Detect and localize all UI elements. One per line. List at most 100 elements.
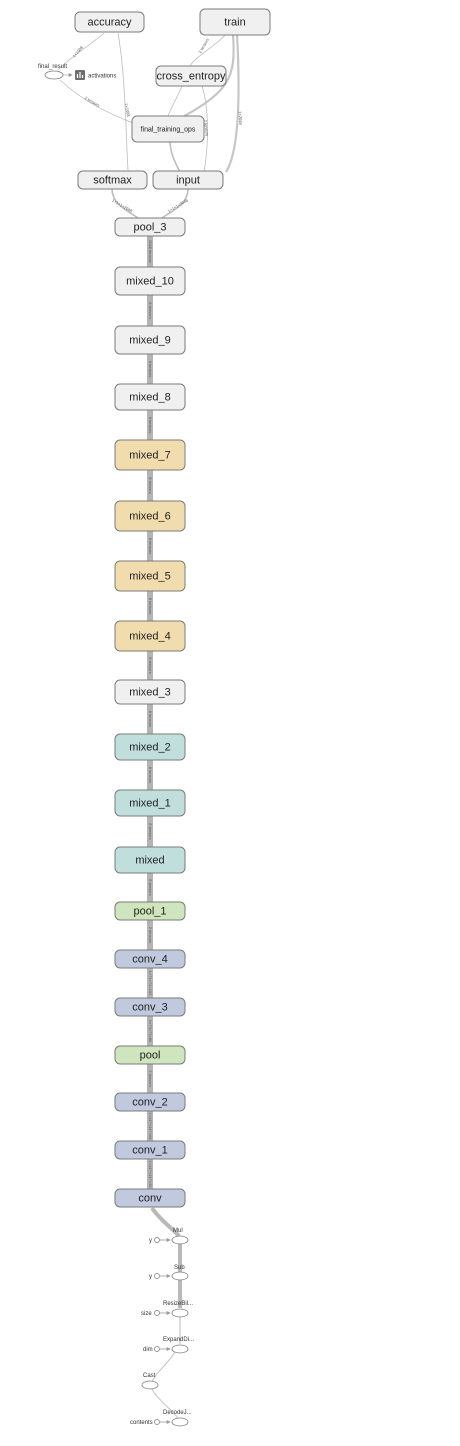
edge-cross-entropy-ops[interactable] xyxy=(167,85,183,117)
node-box xyxy=(114,901,186,921)
node-box xyxy=(114,439,186,471)
edge-input-pool3[interactable] xyxy=(161,188,189,219)
edge-label-input-pool: 1×1×1×2048 xyxy=(167,197,190,213)
edge-expand-cast[interactable] xyxy=(151,1351,176,1383)
edge-label: 8 tensors xyxy=(148,879,153,895)
node-input[interactable]: input xyxy=(152,170,224,190)
node-pool[interactable]: pool xyxy=(114,1045,186,1065)
node-decode[interactable]: DecodeJ... contents xyxy=(130,1410,192,1427)
node-label: mixed_4 xyxy=(129,630,171,642)
node-label: conv_1 xyxy=(132,1144,167,1156)
node-expand[interactable]: ExpandDi... dim xyxy=(143,1337,194,1354)
node-mixed-5[interactable]: mixed_5 xyxy=(114,560,186,592)
edge-ops-input[interactable] xyxy=(169,139,181,173)
node-final-training-ops[interactable]: final_training_ops xyxy=(131,115,205,143)
const-node[interactable] xyxy=(154,1419,160,1425)
node-mixed-9[interactable]: mixed_9 xyxy=(114,325,186,355)
node-label: conv_2 xyxy=(132,1096,167,1108)
edge-label: 2 tensors xyxy=(148,927,153,943)
node-label: mixed_10 xyxy=(126,275,174,287)
node-box xyxy=(114,500,186,532)
node-label: mixed_8 xyxy=(129,391,171,403)
node-cross-entropy[interactable]: cross_entropy xyxy=(155,65,227,87)
edge-accuracy-input[interactable] xyxy=(117,32,129,171)
node-label: accuracy xyxy=(87,16,132,28)
node-conv-1[interactable]: conv_1 xyxy=(114,1140,186,1160)
node-softmax[interactable]: softmax xyxy=(77,170,148,190)
edge-train-cross-entropy[interactable] xyxy=(189,33,227,67)
edge-cross-entropy-input[interactable] xyxy=(201,85,208,173)
node-final-result[interactable]: final_result xyxy=(38,64,67,80)
node-label: mixed_3 xyxy=(129,686,171,698)
node-sub[interactable]: Sub y xyxy=(149,1265,189,1281)
node-box xyxy=(114,383,186,411)
node-box xyxy=(114,1188,186,1208)
edge-label: 8 tensors xyxy=(148,477,153,493)
bar-chart-icon-bars xyxy=(76,72,84,78)
node-box xyxy=(114,679,186,705)
node-mixed-3[interactable]: mixed_3 xyxy=(114,679,186,705)
edge-softmax-pool3[interactable] xyxy=(111,188,139,219)
edge-label: 8 tensors xyxy=(148,538,153,554)
node-box xyxy=(114,560,186,592)
node-mixed-1[interactable]: mixed_1 xyxy=(114,789,186,817)
node-pool-3[interactable]: pool_3 xyxy=(114,217,186,237)
node-mixed[interactable]: mixed xyxy=(114,846,186,874)
edge-label-acc-input: 1×1008 xyxy=(124,103,131,118)
edge-label-ops-input: 2 tensors xyxy=(203,120,210,137)
node-label: mixed_2 xyxy=(129,741,171,753)
const-node[interactable] xyxy=(154,1237,160,1243)
node-conv-3[interactable]: conv_3 xyxy=(114,997,186,1017)
edge-label: 1×147×147×32 xyxy=(148,1160,153,1188)
chain-nodes: pool_3 mixed_10 mixed_9 mixed_8 mixed_7mixed… xyxy=(114,217,186,1208)
edge-label-final-to-train: 2 tensors xyxy=(84,95,101,108)
node-mixed-7[interactable]: mixed_7 xyxy=(114,439,186,471)
node-mixed-8[interactable]: mixed_8 xyxy=(114,383,186,411)
node-input-label: y xyxy=(149,1274,152,1280)
node-activations[interactable]: activations xyxy=(75,70,116,80)
node-input-label: size xyxy=(141,1311,152,1317)
node-label: mixed xyxy=(135,854,164,866)
node-label: ExpandDi... xyxy=(163,1337,194,1343)
node-conv[interactable]: conv xyxy=(114,1188,186,1208)
node-pool-1[interactable]: pool_1 xyxy=(114,901,186,921)
node-conv-2[interactable]: conv_2 xyxy=(114,1092,186,1112)
edge-cast-decode[interactable] xyxy=(151,1388,179,1419)
const-node[interactable] xyxy=(154,1346,160,1352)
node-label: pool_1 xyxy=(133,905,166,917)
node-label: mixed_9 xyxy=(129,334,171,346)
node-label: final_training_ops xyxy=(141,126,196,133)
node-mixed-2[interactable]: mixed_2 xyxy=(114,733,186,761)
node-mixed-4[interactable]: mixed_4 xyxy=(114,620,186,652)
node-label: train xyxy=(224,16,245,28)
edge-conv-mul[interactable] xyxy=(150,1206,181,1238)
node-mul[interactable]: Mul y xyxy=(149,1228,189,1245)
node-label: conv xyxy=(138,1192,162,1204)
edge-label-train-input: 1×2048 xyxy=(238,111,243,125)
node-label: mixed_7 xyxy=(129,449,171,461)
edge-accuracy-final-result[interactable] xyxy=(57,32,105,71)
const-node[interactable] xyxy=(154,1273,160,1279)
node-label: Sub xyxy=(174,1265,185,1271)
const-node[interactable] xyxy=(154,1310,160,1316)
node-accuracy[interactable]: accuracy xyxy=(74,11,145,33)
node-resize[interactable]: ResizeBil... size xyxy=(141,1301,193,1318)
chain-edges: 2048 tensors 8 tensors 8 tensors 8 tensors 8… xyxy=(147,236,153,1189)
edge-train-input[interactable] xyxy=(225,33,240,173)
edge-label-xent-ops: 2 tensors xyxy=(197,37,210,54)
node-cast[interactable]: Cast xyxy=(141,1373,159,1390)
node-box xyxy=(114,733,186,761)
node-label: pool xyxy=(140,1049,161,1061)
edge-label: 2048 tensors xyxy=(148,240,153,263)
node-train[interactable]: train xyxy=(199,8,271,36)
node-label: mixed_1 xyxy=(129,797,171,809)
node-conv-4[interactable]: conv_4 xyxy=(114,949,186,969)
node-mixed-6[interactable]: mixed_6 xyxy=(114,500,186,532)
node-box xyxy=(114,266,186,296)
node-box xyxy=(114,846,186,874)
edge-label: 1×73×73×80 xyxy=(148,1020,153,1043)
node-label: conv_4 xyxy=(132,953,167,965)
edge-label: 8 tensors xyxy=(148,302,153,318)
node-mixed-10[interactable]: mixed_10 xyxy=(114,266,186,296)
